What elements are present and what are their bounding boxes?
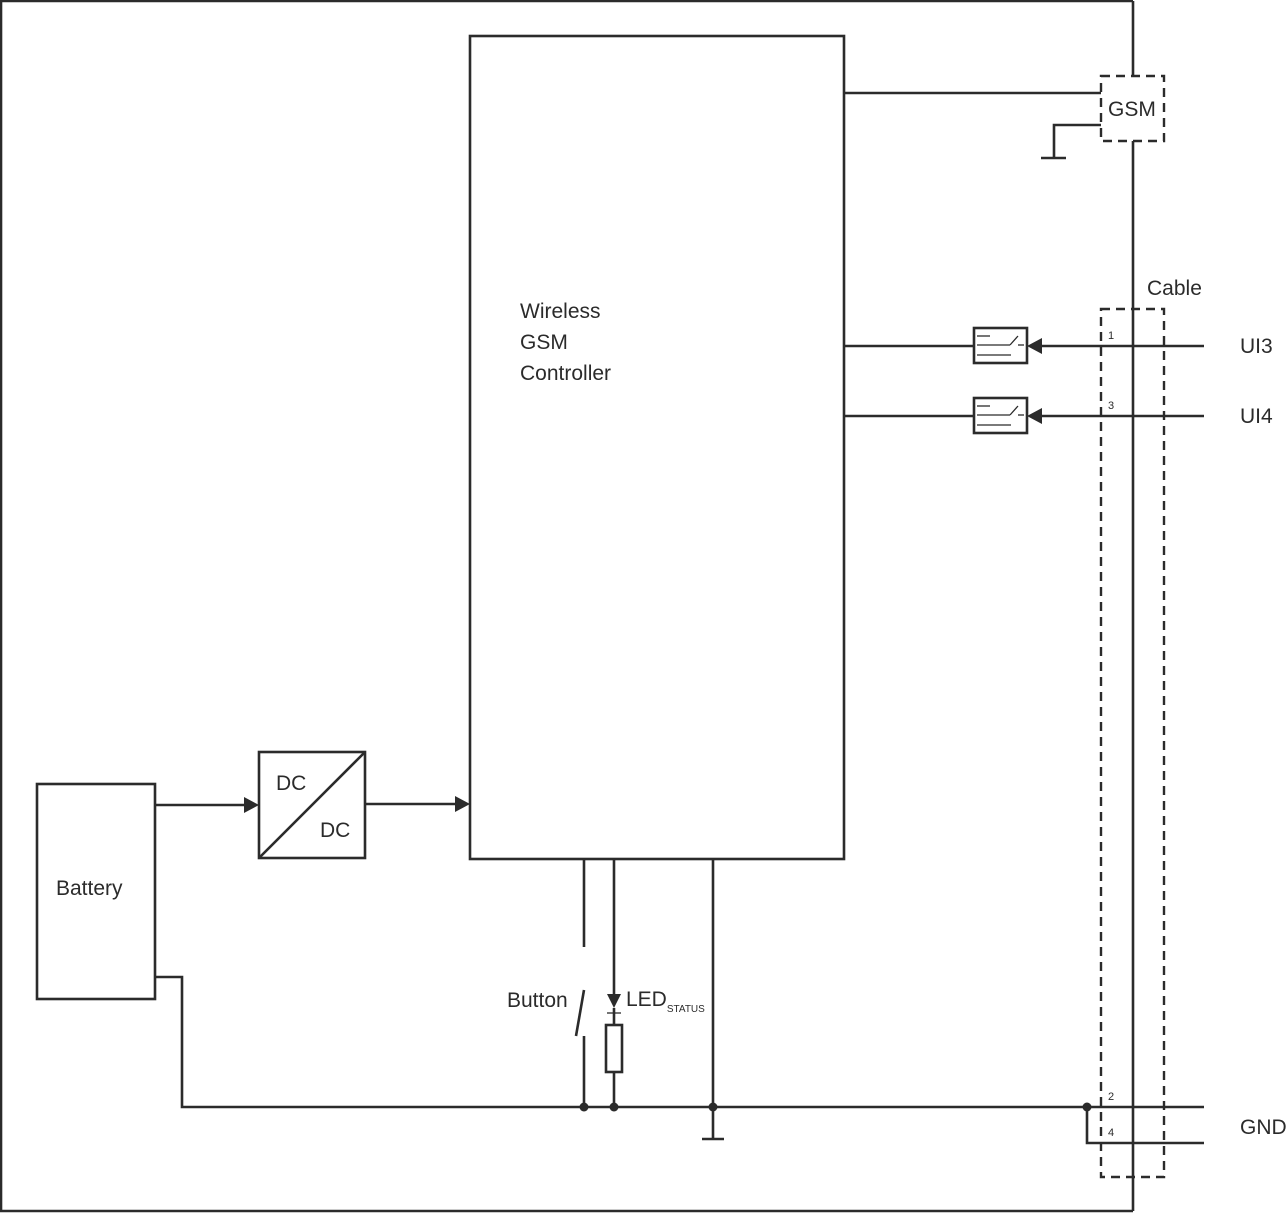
gsm-antenna-box xyxy=(1099,74,1166,143)
ui4-input-module-switch-icon xyxy=(977,405,1024,426)
led-diode-triangle xyxy=(607,994,621,1008)
button-switch-contact xyxy=(574,989,586,1037)
led-label-main: LED xyxy=(626,988,667,1011)
cable-pin-3: 3 xyxy=(1108,400,1114,412)
gsm-ground-wire xyxy=(1052,123,1101,158)
cable-pin-1: 1 xyxy=(1108,330,1114,342)
led-status-label: LEDSTATUS xyxy=(626,988,705,1015)
junction-dot-button xyxy=(579,1102,589,1112)
controller-block xyxy=(468,34,846,861)
dc-input-label: DC xyxy=(276,772,306,795)
controller-label-line2: GSM xyxy=(520,331,568,354)
enclosure-outline xyxy=(0,0,1133,1213)
cable-box xyxy=(1099,307,1166,1179)
battery-ground-wire xyxy=(155,975,1204,1109)
button-label: Button xyxy=(507,989,568,1012)
junction-dot-gnd xyxy=(1082,1102,1092,1112)
battery-label: Battery xyxy=(56,877,123,900)
junction-dot-led xyxy=(609,1102,619,1112)
controller-label-line1: Wireless xyxy=(520,300,601,323)
junction-dot-controller xyxy=(708,1102,718,1112)
battery-to-converter-arrow xyxy=(244,797,259,813)
cable-pin-4: 4 xyxy=(1108,1127,1114,1139)
dc-output-label: DC xyxy=(320,819,350,842)
controller-label-line3: Controller xyxy=(520,362,611,385)
led-label-subscript: STATUS xyxy=(667,1004,705,1015)
ui4-arrow xyxy=(1027,408,1042,424)
cable-pin-2: 2 xyxy=(1108,1091,1114,1103)
ui4-label: UI4 xyxy=(1240,405,1273,428)
gnd-label: GND xyxy=(1240,1116,1287,1139)
dc-dc-diagonal xyxy=(258,751,366,859)
gsm-antenna-label: GSM xyxy=(1108,98,1156,121)
cable-label: Cable xyxy=(1147,277,1202,300)
battery-block xyxy=(35,782,157,1001)
ui3-label: UI3 xyxy=(1240,335,1273,358)
ui3-arrow xyxy=(1027,338,1042,354)
converter-to-controller-arrow xyxy=(455,796,470,812)
ui3-input-module-switch-icon xyxy=(977,335,1024,356)
gnd-pin4-wire xyxy=(1085,1107,1204,1145)
led-resistor xyxy=(604,1023,624,1074)
